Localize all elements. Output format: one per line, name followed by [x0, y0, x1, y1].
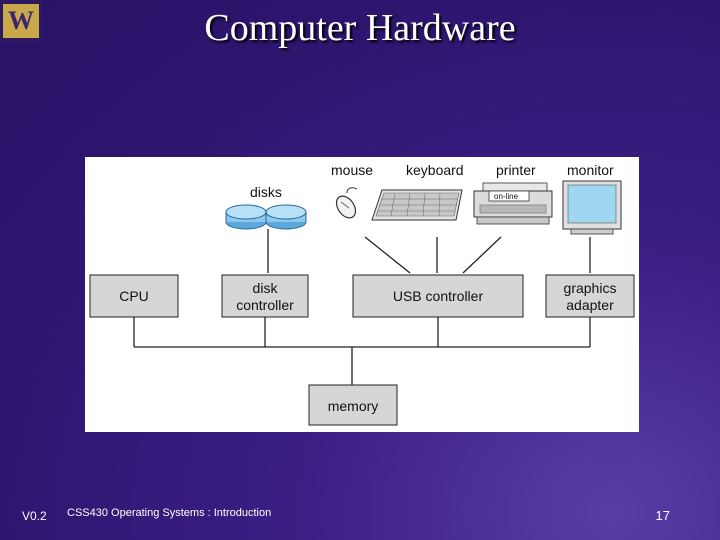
version-label: V0.2	[22, 509, 47, 523]
cpu-label: CPU	[119, 288, 149, 304]
disk-icon	[225, 204, 267, 230]
graphics-adapter-box: graphics adapter	[545, 274, 635, 318]
printer-icon: on-line	[473, 182, 553, 225]
university-logo: W	[0, 0, 42, 42]
mouse-icon	[335, 187, 358, 219]
label-disks: disks	[250, 184, 282, 200]
disk-controller-label-line2: controller	[236, 297, 294, 313]
label-monitor: monitor	[567, 162, 614, 178]
slide-title: Computer Hardware	[204, 7, 516, 49]
label-printer: printer	[496, 162, 536, 178]
hardware-diagram: disks mouse keyboard printer monitor	[85, 157, 639, 432]
printer-panel-label: on-line	[494, 192, 519, 201]
page-number: 17	[655, 508, 670, 523]
label-keyboard: keyboard	[406, 162, 464, 178]
disk-controller-box: disk controller	[221, 274, 309, 318]
logo-letter: W	[3, 4, 39, 38]
usb-controller-label: USB controller	[393, 288, 484, 304]
course-label: CSS430 Operating Systems : Introduction	[67, 507, 272, 519]
disk-controller-label-line1: disk	[253, 280, 279, 296]
memory-box: memory	[308, 384, 398, 426]
disk-icon	[265, 204, 307, 230]
usb-controller-box: USB controller	[352, 274, 524, 318]
diagram-canvas: disks mouse keyboard printer monitor	[89, 162, 635, 426]
memory-label: memory	[328, 398, 379, 414]
keyboard-icon	[371, 189, 463, 221]
disks-icon	[225, 204, 307, 230]
system-bus	[133, 317, 591, 385]
cpu-box: CPU	[89, 274, 179, 318]
monitor-icon	[562, 180, 622, 235]
device-connectors	[267, 229, 591, 274]
label-mouse: mouse	[331, 162, 373, 178]
graphics-adapter-label-line1: graphics	[564, 280, 617, 296]
graphics-adapter-label-line2: adapter	[566, 297, 614, 313]
